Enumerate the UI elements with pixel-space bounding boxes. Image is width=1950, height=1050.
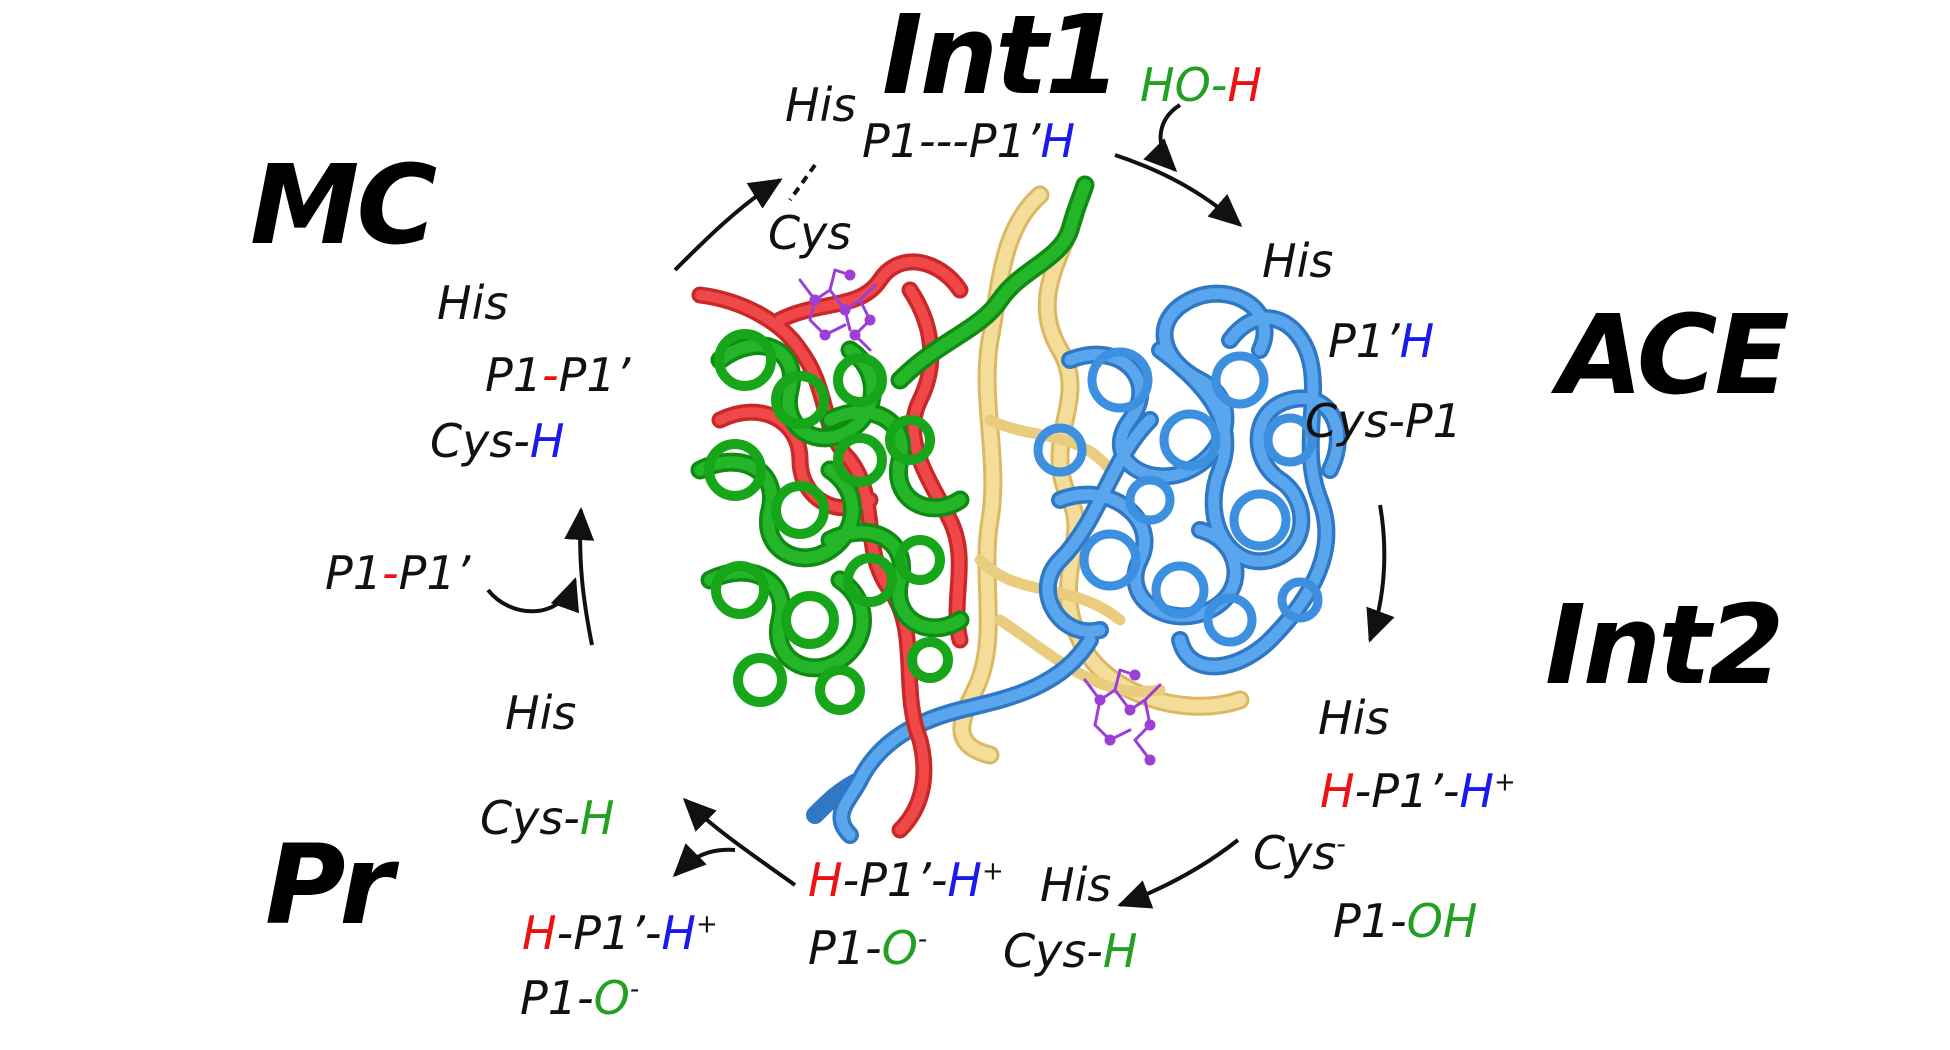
int1-water-ho: HO- — [1140, 58, 1228, 112]
pr-o: O — [593, 971, 630, 1025]
bottom-leaving-group: H-P1’-H+ — [808, 857, 1004, 903]
mc-p1prime: P1’ — [558, 348, 631, 402]
arrow-substrate-in — [486, 577, 579, 614]
cys-p1-dashed-bond — [788, 163, 817, 202]
bottom-mid: -P1’- — [842, 853, 948, 907]
int2-p1: P1- — [1333, 894, 1407, 948]
ligand-top — [798, 268, 877, 352]
mc-dash: - — [542, 348, 559, 402]
state-int2: Int2 — [1545, 581, 1784, 709]
pr-h-green: H — [579, 791, 615, 845]
int1-water-group: HO-H — [1140, 62, 1262, 108]
int2-cys-group: Cys- — [1253, 830, 1346, 876]
ace-cys-p1: Cys-P1 — [1305, 394, 1462, 448]
mc-cys-group: Cys-H — [430, 418, 565, 464]
int2-h-blue: H — [1459, 764, 1495, 818]
arrow-int1-to-ace — [1114, 153, 1243, 227]
arrow-product-out — [672, 843, 736, 878]
bottom-p1: P1- — [808, 921, 882, 975]
pr-cys-group: Cys-H — [480, 795, 615, 841]
substrate-p1: P1 — [325, 546, 383, 600]
pr-leaving-group: H-P1’-H+ — [522, 910, 718, 956]
pr-plus: + — [696, 909, 718, 940]
bottom-o: O — [881, 921, 918, 975]
state-mc: MC — [250, 141, 437, 269]
int1-cys: Cys — [768, 206, 852, 260]
mc-his: His — [437, 276, 509, 330]
int2-cys: Cys — [1253, 826, 1337, 880]
pr-minus: - — [629, 974, 640, 1005]
int1-p1-bond: P1---P1’ — [862, 114, 1041, 168]
int2-his: His — [1318, 691, 1390, 745]
int2-plus: + — [1494, 767, 1516, 798]
ace-his: His — [1262, 234, 1334, 288]
int2-h-red: H — [1320, 764, 1355, 818]
arrow-mc-to-int1 — [673, 178, 783, 272]
pr-h-blue: H — [661, 906, 697, 960]
arrow-pr-to-mc — [564, 507, 595, 646]
bottom-plus: + — [982, 856, 1004, 887]
int1-his: His — [785, 78, 857, 132]
arrow-ace-to-int2 — [1366, 504, 1395, 643]
bottom-p1-o-group: P1-O- — [808, 925, 927, 971]
arrow-bottom-to-pr — [682, 797, 797, 887]
pr-his: His — [505, 686, 577, 740]
substrate-dash: - — [382, 546, 399, 600]
pr-p1: P1- — [520, 971, 594, 1025]
ligand-bottom — [1083, 668, 1162, 766]
bottom-minus: - — [917, 924, 928, 955]
int2-leaving-group: H-P1’-H+ — [1320, 768, 1516, 814]
mc-p1: P1 — [485, 348, 543, 402]
state-pr: Pr — [265, 821, 393, 949]
int1-p1-bond-group: P1---P1’H — [862, 118, 1075, 164]
int1-h: H — [1040, 114, 1076, 168]
int1-water-h: H — [1227, 58, 1262, 112]
int2-oh: OH — [1406, 894, 1478, 948]
bottom-cys: Cys- — [1003, 924, 1103, 978]
ace-p1prime-group: P1’H — [1328, 318, 1434, 364]
pr-h-red: H — [522, 906, 557, 960]
bottom-h-blue: H — [947, 853, 983, 907]
bottom-h-red: H — [808, 853, 843, 907]
int2-minus: - — [1336, 829, 1346, 860]
bottom-cys-group: Cys-H — [1003, 928, 1138, 974]
pr-mid: -P1’- — [556, 906, 662, 960]
mc-h: H — [529, 414, 565, 468]
mc-p1-p1prime-group: P1-P1’ — [485, 352, 630, 398]
ace-p1prime: P1’ — [1328, 314, 1400, 368]
int2-p1-oh-group: P1-OH — [1333, 898, 1477, 944]
mc-cys: Cys- — [430, 414, 530, 468]
substrate-group: P1-P1’ — [325, 550, 470, 596]
arrow-int2-to-bottom — [1117, 838, 1240, 909]
ace-h: H — [1399, 314, 1435, 368]
pr-cys: Cys- — [480, 791, 580, 845]
bottom-his: His — [1040, 858, 1112, 912]
int2-mid: -P1’- — [1354, 764, 1460, 818]
substrate-p1prime: P1’ — [398, 546, 471, 600]
state-int1: Int1 — [882, 0, 1121, 119]
state-ace: ACE — [1558, 291, 1790, 419]
green-chain — [690, 175, 1095, 715]
pr-p1-o-group: P1-O- — [520, 975, 639, 1021]
bottom-h-green: H — [1102, 924, 1138, 978]
arrow-water-in — [1143, 103, 1182, 173]
